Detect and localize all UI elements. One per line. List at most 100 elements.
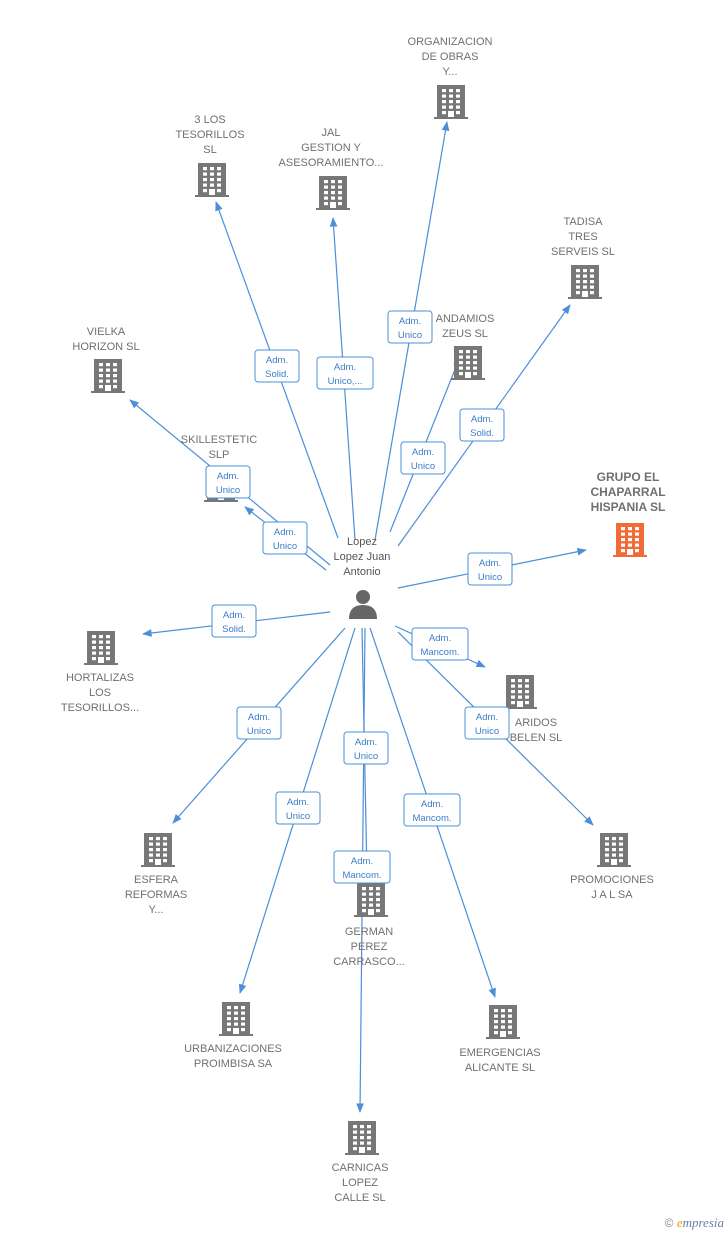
relation-badge[interactable]: Adm.Unico: [467, 552, 513, 586]
company-label-carnicas-line: CARNICAS: [332, 1162, 389, 1174]
building-icon[interactable]: [316, 176, 350, 210]
company-label-german-line: CARRASCO...: [333, 956, 405, 968]
relation-badge-text: Adm.: [476, 712, 498, 723]
company-label-chaparral-line: CHAPARRAL: [590, 485, 665, 499]
relation-badge-text: Unico: [475, 726, 499, 737]
relation-badge[interactable]: Adm. Unico: [464, 706, 510, 740]
company-label-german-line: PEREZ: [351, 941, 388, 953]
relation-badge-text: Solid.: [265, 369, 289, 380]
relation-badge-text: Adm.: [355, 737, 377, 748]
relation-badge[interactable]: Adm.Unico: [387, 310, 433, 344]
building-icon[interactable]: [84, 631, 118, 665]
relation-badge[interactable]: Adm.Mancom.: [333, 850, 391, 884]
company-label-jal-gestion-line: JAL: [322, 127, 341, 139]
company-label-tadisa-line: SERVEIS SL: [551, 246, 615, 258]
building-icon[interactable]: [451, 346, 485, 380]
footer-brand[interactable]: © empresia: [665, 1215, 724, 1231]
person-name-line: Antonio: [343, 566, 380, 578]
relation-badge-text: Unico: [354, 751, 378, 762]
relation-badge[interactable]: Adm.Unico: [275, 791, 321, 825]
building-icon[interactable]: [613, 523, 647, 557]
relation-badge-text: Adm.: [421, 799, 443, 810]
relation-badge[interactable]: Adm.Mancom.: [403, 793, 461, 827]
relation-badge-text: Unico: [247, 726, 271, 737]
person-name-line: Lopez: [347, 536, 377, 548]
building-icon[interactable]: [91, 359, 125, 393]
relation-badge[interactable]: Adm.Solid.: [254, 349, 300, 383]
relation-badge-text: Adm.: [334, 362, 356, 373]
person-icon[interactable]: [349, 590, 377, 619]
company-label-andamios-line: ANDAMIOS: [436, 313, 495, 325]
company-label-chaparral-line: GRUPO EL: [597, 470, 660, 484]
company-label-emergencias-line: EMERGENCIAS: [459, 1047, 540, 1059]
relation-badge[interactable]: Adm.Mancom.: [411, 627, 469, 661]
relation-badge-text: Solid.: [222, 624, 246, 635]
company-label-organizacion-line: DE OBRAS: [422, 51, 479, 63]
company-label-urbanizaciones-line: URBANIZACIONES: [184, 1043, 282, 1055]
building-icon[interactable]: [568, 265, 602, 299]
company-label-skillestetic-line: SLP: [209, 449, 230, 461]
company-label-vielka-line: VIELKA: [87, 326, 126, 338]
building-icon[interactable]: [345, 1121, 379, 1155]
company-label-german[interactable]: GERMAN PEREZ CARRASCO...: [333, 926, 405, 968]
relation-badge-text: Solid.: [470, 428, 494, 439]
company-label-urbanizaciones-line: PROIMBISA SA: [194, 1058, 273, 1070]
company-label-german-line: GERMAN: [345, 926, 393, 938]
relation-badge-text: Adm.: [248, 712, 270, 723]
relation-badge-text: Adm.: [429, 633, 451, 644]
building-icon[interactable]: [141, 833, 175, 867]
company-label-los-tesorillos-line: TESORILLOS: [175, 129, 244, 141]
relation-badge-text: Adm.: [471, 414, 493, 425]
company-label-hortalizas-line: TESORILLOS...: [61, 702, 139, 714]
relation-badge[interactable]: Adm. Unico: [400, 441, 446, 475]
building-icon[interactable]: [486, 1005, 520, 1039]
company-label-tadisa-line: TADISA: [564, 216, 604, 228]
company-label-vielka[interactable]: VIELKA HORIZON SL: [72, 326, 139, 353]
company-label-los-tesorillos-line: SL: [203, 144, 216, 156]
building-icon[interactable]: [503, 675, 537, 709]
relation-badge-text: Adm.: [412, 447, 434, 458]
building-icon[interactable]: [354, 883, 388, 917]
company-label-organizacion-line: Y...: [442, 66, 457, 78]
company-label-hortalizas-line: LOS: [89, 687, 111, 699]
relation-badge-text: Unico: [286, 811, 310, 822]
relation-badge[interactable]: Adm. Unico: [343, 731, 389, 765]
relation-badge-text: Unico: [411, 461, 435, 472]
relation-badge[interactable]: Adm.Solid.: [211, 604, 257, 638]
company-label-organizacion-line: ORGANIZACION: [408, 36, 493, 48]
relation-badge[interactable]: Adm.Unico: [262, 521, 308, 555]
relation-badge-text: Unico: [398, 330, 422, 341]
company-label-promociones-line: PROMOCIONES: [570, 874, 654, 886]
relation-badge-text: Unico,...: [328, 376, 363, 387]
company-label-aridos-line: BELEN SL: [510, 732, 563, 744]
relation-badge-text: Unico: [216, 485, 240, 496]
building-icon[interactable]: [434, 85, 468, 119]
relation-badge[interactable]: Adm. Unico: [236, 706, 282, 740]
relation-badge[interactable]: Adm.Unico: [205, 465, 251, 499]
company-label-vielka-line: HORIZON SL: [72, 341, 139, 353]
relation-badge-text: Adm.: [351, 856, 373, 867]
building-icon[interactable]: [597, 833, 631, 867]
company-label-carnicas-line: LOPEZ: [342, 1177, 378, 1189]
company-label-urbanizaciones[interactable]: URBANIZACIONES PROIMBISA SA: [184, 1043, 282, 1070]
company-label-esfera-line: ESFERA: [134, 874, 179, 886]
building-icon[interactable]: [195, 163, 229, 197]
company-label-organizacion[interactable]: ORGANIZACION DE OBRAS Y...: [408, 36, 493, 78]
building-icon[interactable]: [219, 1002, 253, 1036]
relation-badge[interactable]: Adm. Unico,...: [316, 356, 374, 390]
relation-badge[interactable]: Adm. Solid.: [459, 408, 505, 442]
